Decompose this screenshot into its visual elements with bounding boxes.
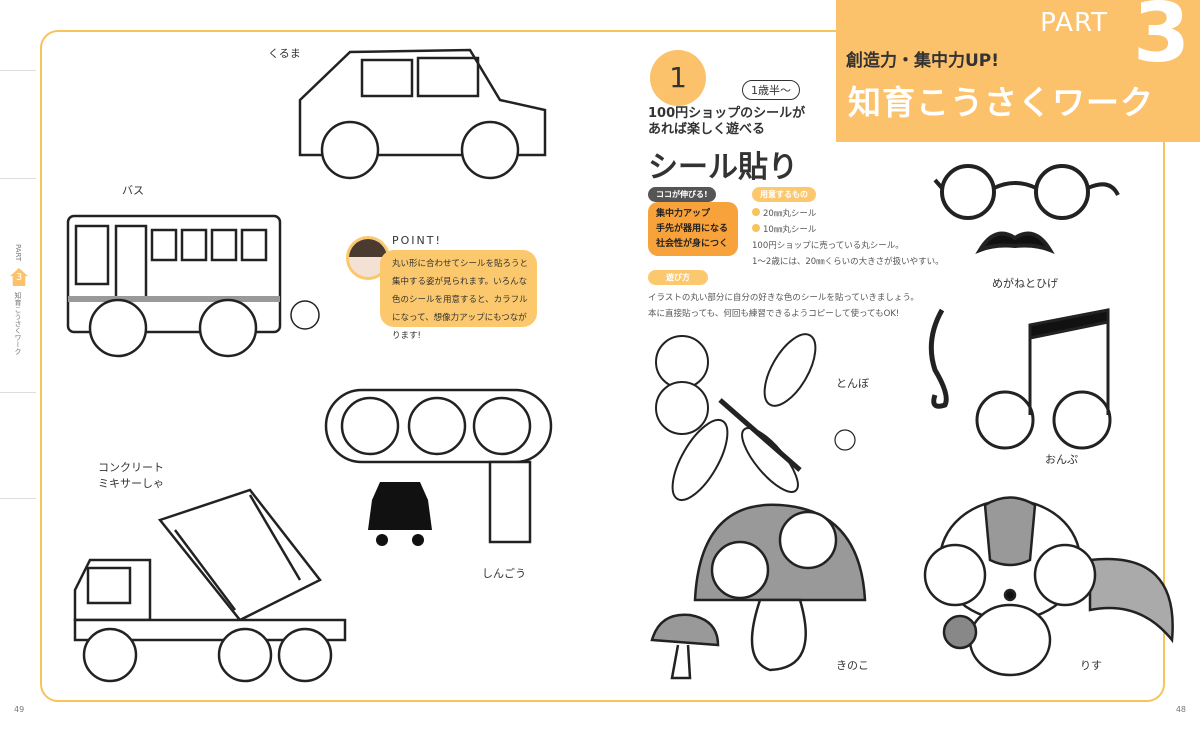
label-squirrel: りす [1080,659,1102,672]
material-label: 20㎜丸シール [763,209,817,219]
howto-tag: 遊び方 [648,270,708,285]
point-heading: POINT! [392,234,442,247]
sidebar-part-number: 3 [10,268,28,286]
label-bus: バス [122,184,144,197]
label-line: コンクリート [98,461,164,474]
label-glasses: めがねとひげ [992,277,1058,290]
materials-note: 1〜2歳には、20㎜くらいの大きさが扱いやすい。 [752,257,944,267]
divider [0,178,36,179]
bullet-icon [752,224,760,232]
label-signal: しんごう [482,567,526,580]
materials-note: 100円ショップに売っている丸シール。 [752,241,904,251]
label-mixer: コンクリートミキサーしゃ [98,460,164,492]
banner-subtitle: 創造力・集中力UP! [846,51,1000,71]
label-mushroom: きのこ [836,659,869,672]
skill-item: 社会性が身につく [656,239,729,249]
page-number-right: 48 [1175,705,1186,714]
materials-list: 20㎜丸シール 10㎜丸シール 100円ショップに売っている丸シール。 1〜2歳… [752,206,944,270]
material-item: 20㎜丸シール [752,206,944,222]
part-number: 3 [1132,0,1190,81]
skill-item: 手先が器用になる [656,224,729,234]
activity-subtitle: 100円ショップのシールがあれば楽しく遊べる [648,106,805,138]
divider [0,392,36,393]
activity-number: 1 [650,50,706,106]
material-label: 10㎜丸シール [763,225,817,235]
materials-tag: 用意するもの [752,187,816,202]
bullet-icon [752,208,760,216]
skill-item: 集中力アップ [656,209,711,219]
activity-title: シール貼り [648,150,798,185]
divider [0,498,36,499]
label-note: おんぷ [1045,453,1078,466]
howto-line: イラストの丸い部分に自分の好きな色のシールを貼っていきましょう。 [648,293,919,303]
part-banner: PART 3 創造力・集中力UP! 知育こうさくワーク [836,0,1200,142]
subtitle-line: 100円ショップのシールが [648,106,806,121]
sidebar-part-label: PART [14,244,22,262]
label-car: くるま [268,47,301,60]
skills-tag: ココが伸びる! [648,187,716,202]
divider [0,70,36,71]
page-frame [40,30,1165,702]
label-dragonfly: とんぼ [836,377,869,390]
banner-title: 知育こうさくワーク [848,83,1154,122]
howto-line: 本に直接貼っても、何回も練習できるようコピーして使ってもOK! [648,309,900,319]
age-badge: 1歳半〜 [742,80,800,100]
page-number-left: 49 [14,705,25,714]
part-label: PART [1040,8,1108,38]
skills-box: 集中力アップ 手先が器用になる 社会性が身につく [648,202,738,256]
sidebar-title: 知育こうさくワーク [14,292,22,355]
material-item: 10㎜丸シール [752,222,944,238]
label-line: ミキサーしゃ [98,477,164,490]
subtitle-line: あれば楽しく遊べる [648,122,766,137]
howto-text: イラストの丸い部分に自分の好きな色のシールを貼っていきましょう。 本に直接貼って… [648,290,919,322]
point-text: 丸い形に合わせてシールを貼ろうと集中する姿が見られます。いろんな色のシールを用意… [380,250,537,341]
